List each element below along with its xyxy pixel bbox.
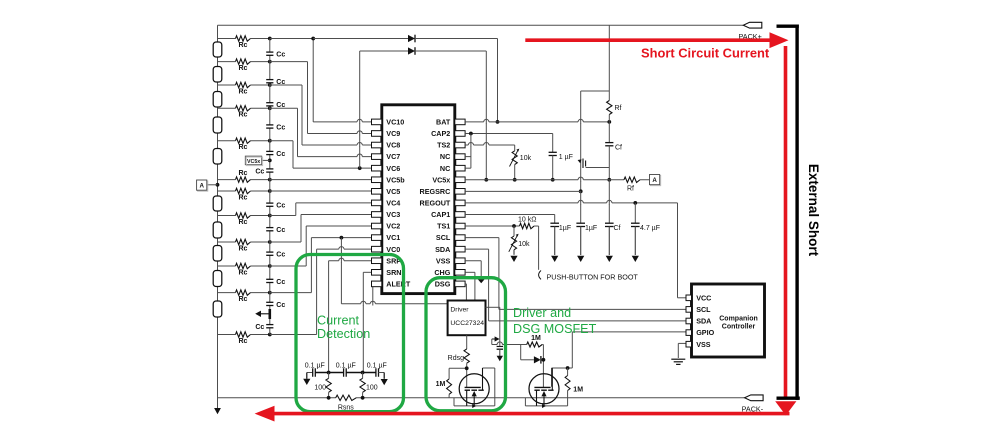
svg-text:0.1 µF: 0.1 µF <box>367 362 387 369</box>
svg-text:Cc: Cc <box>276 227 285 234</box>
svg-text:VC0: VC0 <box>386 245 400 254</box>
svg-text:VC5: VC5 <box>386 187 400 196</box>
svg-text:1M: 1M <box>436 381 446 388</box>
svg-text:Rc: Rc <box>239 65 248 72</box>
svg-text:100: 100 <box>366 384 378 391</box>
svg-text:1µF: 1µF <box>585 225 597 232</box>
svg-text:Cc: Cc <box>276 102 285 109</box>
svg-text:Rc: Rc <box>239 296 248 303</box>
svg-text:Rc: Rc <box>239 88 248 95</box>
svg-text:VCC: VCC <box>696 293 711 302</box>
svg-text:SCL: SCL <box>696 305 711 314</box>
svg-text:Rc: Rc <box>239 42 248 49</box>
svg-text:Cc: Cc <box>276 252 285 259</box>
svg-text:VSS: VSS <box>696 340 711 349</box>
svg-text:VC9: VC9 <box>386 129 400 138</box>
svg-text:Rc: Rc <box>239 195 248 202</box>
svg-text:Rc: Rc <box>239 170 248 177</box>
svg-text:REGOUT: REGOUT <box>420 198 451 207</box>
svg-text:VC7: VC7 <box>386 152 400 161</box>
svg-text:REGSRC: REGSRC <box>420 187 451 196</box>
svg-text:CHG: CHG <box>434 268 450 277</box>
svg-text:Rdsg: Rdsg <box>448 355 464 362</box>
svg-text:Cf: Cf <box>614 225 621 232</box>
svg-text:PACK-: PACK- <box>742 405 764 414</box>
svg-text:NC: NC <box>440 152 450 161</box>
svg-text:Cc: Cc <box>276 302 285 309</box>
svg-text:NC: NC <box>440 164 450 173</box>
svg-text:100: 100 <box>314 384 326 391</box>
svg-text:Rc: Rc <box>239 269 248 276</box>
svg-text:PUSH-BUTTON FOR BOOT: PUSH-BUTTON FOR BOOT <box>547 273 639 282</box>
svg-text:ALERT: ALERT <box>386 279 411 288</box>
svg-text:Cc: Cc <box>276 203 285 210</box>
svg-text:SDA: SDA <box>696 317 711 326</box>
svg-text:1M: 1M <box>531 335 541 342</box>
svg-text:VC10: VC10 <box>386 118 404 127</box>
svg-text:0.1 µF: 0.1 µF <box>305 362 325 369</box>
svg-text:TS1: TS1 <box>437 222 450 231</box>
svg-text:Rf: Rf <box>615 105 622 112</box>
svg-text:VC5b: VC5b <box>386 175 405 184</box>
svg-text:Rc: Rc <box>239 219 248 226</box>
svg-text:SDA: SDA <box>435 245 450 254</box>
svg-text:SRP: SRP <box>386 256 401 265</box>
svg-text:DSG MOSFET: DSG MOSFET <box>513 322 597 336</box>
svg-text:1 µF: 1 µF <box>559 154 573 161</box>
svg-text:10k: 10k <box>518 241 530 248</box>
svg-text:10k: 10k <box>520 155 532 162</box>
svg-text:Cc: Cc <box>276 124 285 131</box>
svg-text:4.7 µF: 4.7 µF <box>640 225 660 232</box>
svg-text:VC2: VC2 <box>386 222 400 231</box>
svg-text:Rc: Rc <box>239 112 248 119</box>
svg-text:DSG: DSG <box>435 279 451 288</box>
svg-text:VC8: VC8 <box>386 141 400 150</box>
svg-text:Driver and: Driver and <box>513 306 571 320</box>
svg-text:Detection: Detection <box>317 327 370 341</box>
svg-text:VC3: VC3 <box>386 210 400 219</box>
svg-text:CAP1: CAP1 <box>431 210 450 219</box>
svg-text:VC5x: VC5x <box>247 159 260 165</box>
svg-text:10 kΩ: 10 kΩ <box>518 216 536 223</box>
svg-text:Rc: Rc <box>239 338 248 345</box>
svg-text:SCL: SCL <box>436 233 451 242</box>
svg-text:1M: 1M <box>573 387 583 394</box>
svg-text:UCC27324: UCC27324 <box>450 320 484 327</box>
svg-text:Cc: Cc <box>255 168 264 175</box>
svg-text:Controller: Controller <box>722 323 756 330</box>
svg-text:External Short: External Short <box>806 164 821 257</box>
svg-text:Cc: Cc <box>276 279 285 286</box>
svg-text:Rc: Rc <box>239 144 248 151</box>
svg-text:Cc: Cc <box>276 151 285 158</box>
svg-text:BAT: BAT <box>436 118 451 127</box>
svg-text:PACK+: PACK+ <box>739 32 762 41</box>
svg-text:Cf: Cf <box>615 145 622 152</box>
svg-text:Cc: Cc <box>255 324 264 331</box>
svg-text:1µF: 1µF <box>559 225 571 232</box>
svg-text:Rc: Rc <box>239 245 248 252</box>
svg-text:Cc: Cc <box>276 79 285 86</box>
svg-text:GPIO: GPIO <box>696 328 714 337</box>
svg-text:SRN: SRN <box>386 268 401 277</box>
svg-text:Rf: Rf <box>627 186 634 193</box>
svg-text:0.1 µF: 0.1 µF <box>336 362 356 369</box>
svg-text:CAP2: CAP2 <box>431 129 450 138</box>
svg-text:Driver: Driver <box>450 307 469 314</box>
svg-text:Cc: Cc <box>276 52 285 59</box>
svg-text:Companion: Companion <box>719 315 758 322</box>
svg-text:A: A <box>199 183 204 190</box>
svg-text:TS2: TS2 <box>437 141 450 150</box>
svg-text:VC4: VC4 <box>386 198 400 207</box>
svg-text:VC1: VC1 <box>386 233 400 242</box>
svg-text:Short Circuit Current: Short Circuit Current <box>641 46 770 61</box>
svg-text:Current: Current <box>317 314 359 328</box>
svg-text:A: A <box>652 177 657 184</box>
svg-text:Rsns: Rsns <box>338 404 354 411</box>
svg-text:VC5x: VC5x <box>432 175 450 184</box>
svg-text:VC6: VC6 <box>386 164 400 173</box>
svg-text:VSS: VSS <box>436 256 451 265</box>
